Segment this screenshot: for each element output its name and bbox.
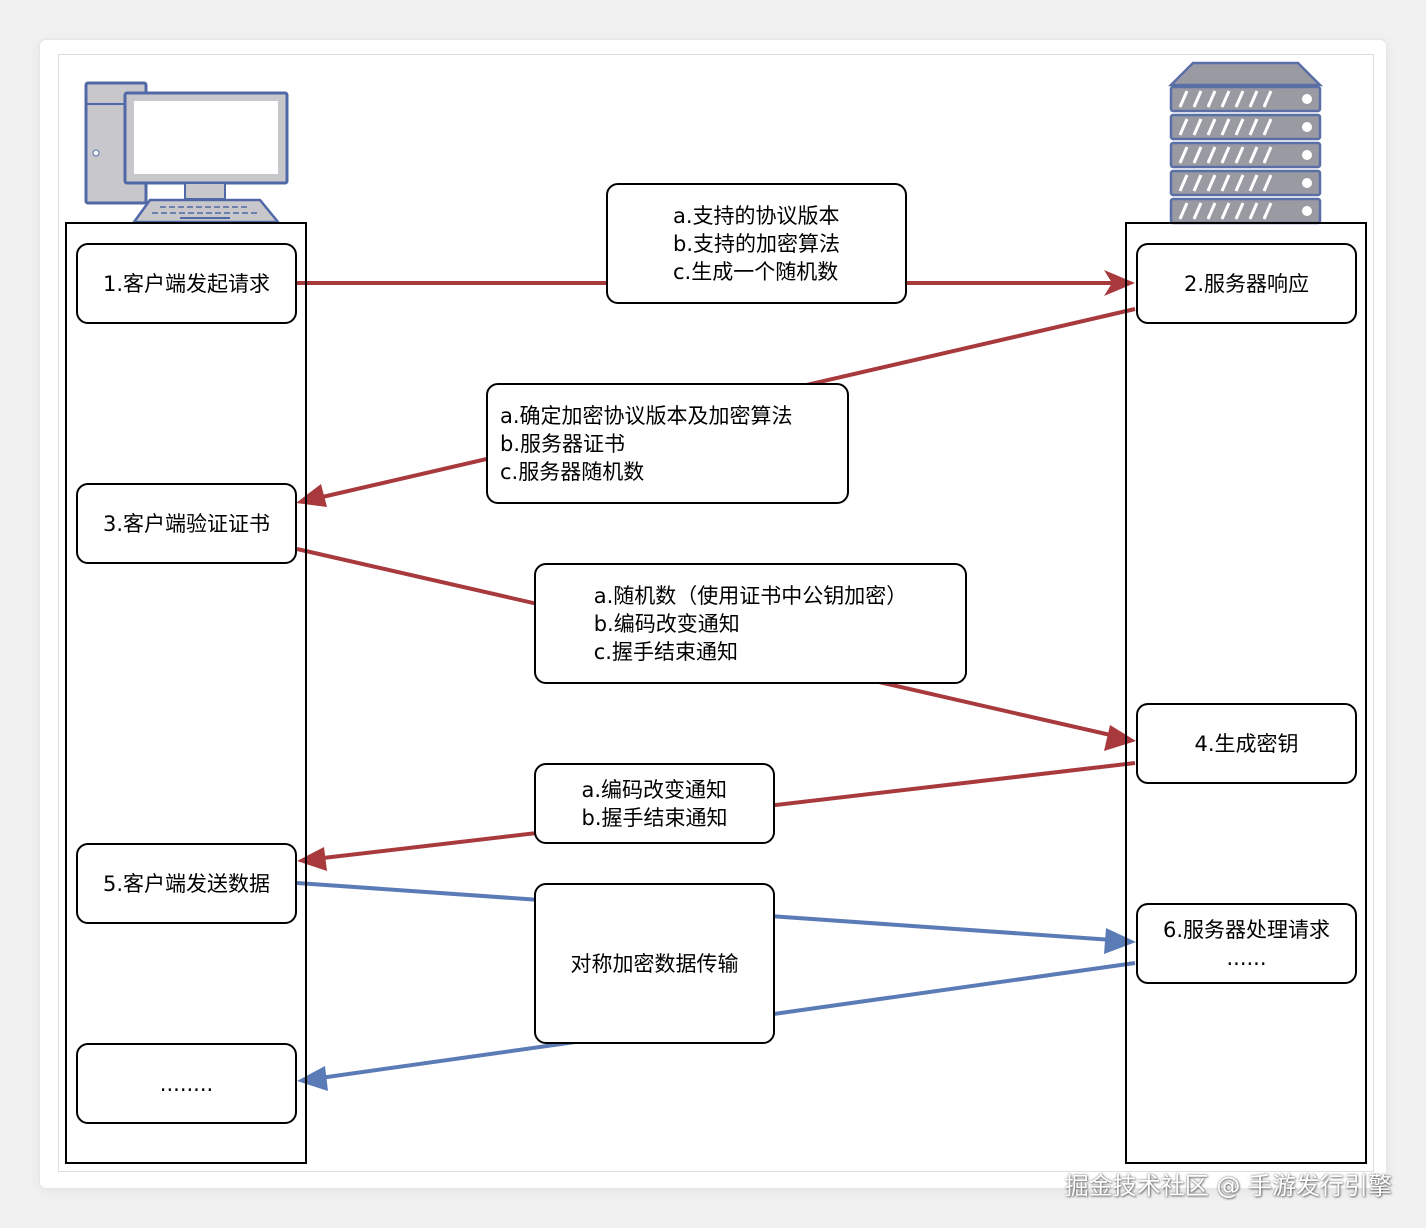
- step-4-generate-key: 4.生成密钥: [1136, 703, 1357, 784]
- server-vent: [1206, 90, 1217, 108]
- server-vent: [1178, 202, 1189, 220]
- note-key-exchange-line: c.握手结束通知: [593, 639, 738, 664]
- server-vent: [1220, 90, 1231, 108]
- note-key-exchange: a.随机数（使用证书中公钥加密） b.编码改变通知 c.握手结束通知: [534, 563, 967, 684]
- server-vent: [1220, 174, 1231, 192]
- desktop-computer-icon: [84, 81, 289, 224]
- server-vent: [1248, 146, 1259, 164]
- note-server-hello-line: c.服务器随机数: [500, 459, 645, 484]
- server-led: [1302, 150, 1312, 160]
- server-unit: [1169, 113, 1322, 141]
- server-vent: [1206, 146, 1217, 164]
- server-vent: [1220, 118, 1231, 136]
- server-led: [1302, 206, 1312, 216]
- note-server-hello-line: a.确定加密协议版本及加密算法: [500, 403, 793, 428]
- step-7-ellipsis: ........: [76, 1043, 297, 1124]
- server-vent: [1192, 174, 1203, 192]
- note-key-exchange-line: a.随机数（使用证书中公钥加密）: [593, 583, 908, 608]
- step-6-handle-request: 6.服务器处理请求 ......: [1136, 903, 1357, 984]
- server-vent: [1248, 90, 1259, 108]
- watermark: 掘金技术社区 @ 手游发行引擎: [1064, 1172, 1392, 1200]
- server-vent: [1234, 90, 1245, 108]
- server-vent: [1220, 146, 1231, 164]
- server-vent: [1234, 118, 1245, 136]
- step-2-server-response: 2.服务器响应: [1136, 243, 1357, 324]
- note-server-finished-line: b.握手结束通知: [581, 805, 728, 830]
- note-key-exchange-line: b.编码改变通知: [593, 611, 740, 636]
- arrow-data-to-server-head: [1104, 928, 1136, 954]
- server-unit: [1169, 169, 1322, 197]
- step-6-line-1: 6.服务器处理请求: [1162, 917, 1331, 942]
- server-unit: [1169, 197, 1322, 225]
- server-vent: [1206, 174, 1217, 192]
- arrow-client-hello-head: [1104, 270, 1135, 296]
- server-vent: [1262, 90, 1273, 108]
- server-vent: [1178, 90, 1189, 108]
- arrow-server-finished-head: [297, 847, 327, 871]
- note-symmetric-transfer: 对称加密数据传输: [534, 883, 775, 1044]
- server-led: [1302, 178, 1312, 188]
- server-vent: [1262, 174, 1273, 192]
- server-rack-icon: [1167, 61, 1324, 225]
- server-vent: [1178, 146, 1189, 164]
- server-lane: [1125, 222, 1367, 1164]
- server-vent: [1206, 118, 1217, 136]
- step-1-client-request: 1.客户端发起请求: [76, 243, 297, 324]
- note-server-hello: a.确定加密协议版本及加密算法 b.服务器证书 c.服务器随机数: [486, 383, 849, 504]
- arrow-data-to-client-head: [297, 1066, 328, 1091]
- server-led: [1302, 122, 1312, 132]
- note-server-finished-line: a.编码改变通知: [581, 777, 728, 802]
- step-5-send-data: 5.客户端发送数据: [76, 843, 297, 924]
- server-vent: [1206, 202, 1217, 220]
- server-vent: [1262, 118, 1273, 136]
- server-vent: [1248, 118, 1259, 136]
- note-client-hello-line: b.支持的加密算法: [672, 231, 840, 256]
- diagram-canvas: [58, 54, 1374, 1172]
- server-vent: [1178, 118, 1189, 136]
- server-vent: [1262, 146, 1273, 164]
- note-client-hello-line: c.生成一个随机数: [672, 259, 839, 284]
- arrow-server-hello-head: [296, 484, 327, 507]
- server-unit: [1169, 85, 1322, 113]
- server-vent: [1178, 174, 1189, 192]
- server-led: [1302, 94, 1312, 104]
- server-vent: [1234, 146, 1245, 164]
- client-lane: [65, 222, 307, 1164]
- step-3-verify-certificate: 3.客户端验证证书: [76, 483, 297, 564]
- server-vent: [1234, 202, 1245, 220]
- note-symmetric-transfer-text: 对称加密数据传输: [570, 951, 739, 976]
- server-unit: [1169, 141, 1322, 169]
- server-vent: [1234, 174, 1245, 192]
- server-vent: [1248, 202, 1259, 220]
- arrow-key-exchange-head: [1104, 725, 1136, 751]
- server-vent: [1220, 202, 1231, 220]
- server-vent: [1248, 174, 1259, 192]
- server-vent: [1192, 90, 1203, 108]
- note-server-finished: a.编码改变通知 b.握手结束通知: [534, 763, 775, 844]
- note-client-hello: a.支持的协议版本 b.支持的加密算法 c.生成一个随机数: [606, 183, 907, 304]
- step-6-line-2: ......: [1226, 945, 1267, 970]
- server-vent: [1192, 202, 1203, 220]
- note-client-hello-line: a.支持的协议版本: [672, 203, 840, 228]
- server-vent: [1262, 202, 1273, 220]
- note-server-hello-line: b.服务器证书: [500, 431, 626, 456]
- server-vent: [1192, 118, 1203, 136]
- server-vent: [1192, 146, 1203, 164]
